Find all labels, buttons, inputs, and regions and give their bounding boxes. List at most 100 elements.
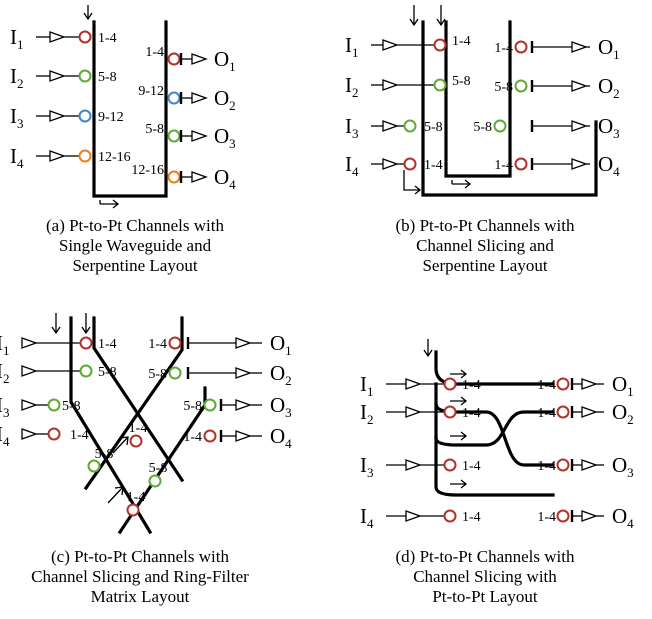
wavelength-label: 1-4 xyxy=(70,428,89,443)
caption-line: (a) Pt-to-Pt Channels with xyxy=(45,216,224,235)
wavelength-label: 1-4 xyxy=(148,337,167,352)
panel-c-waveguide-3 xyxy=(83,316,184,491)
wavelength-label: 1-4 xyxy=(462,378,481,393)
panel-d-waveguide-4 xyxy=(434,436,555,497)
input-port-label: I1 xyxy=(10,25,24,52)
input-port-label: I4 xyxy=(10,144,24,171)
wavelength-label: 5-8 xyxy=(98,70,117,85)
modulator-ring xyxy=(78,149,92,163)
filter-ring xyxy=(167,52,181,66)
wavelength-label: 1-4 xyxy=(129,421,148,436)
modulator-ring xyxy=(78,109,92,123)
panel-b-flow-arrow-2 xyxy=(403,170,422,195)
panel-c-flow-arrow-2 xyxy=(107,486,124,504)
wavelength-label: 5-8 xyxy=(452,74,471,89)
wavelength-label: 5-8 xyxy=(494,80,513,95)
panel-b-flow-arrow-1 xyxy=(451,179,472,189)
modulator-ring xyxy=(78,30,92,44)
filter-ring xyxy=(168,366,182,380)
modulator-ring xyxy=(403,119,417,133)
modulator-ring xyxy=(433,38,447,52)
wavelength-label: 1-4 xyxy=(537,378,556,393)
caption-line: Pt-to-Pt Layout xyxy=(432,587,538,606)
modulator-ring xyxy=(443,509,457,523)
filter-ring xyxy=(167,170,181,184)
input-port-label: I4 xyxy=(360,504,374,531)
modulator-ring xyxy=(78,69,92,83)
matrix-filter-ring xyxy=(129,434,143,448)
wavelength-label: 5-8 xyxy=(62,399,81,414)
input-modulator-triangle xyxy=(49,31,66,43)
output-port-label: O4 xyxy=(598,152,620,179)
filter-ring xyxy=(514,40,528,54)
caption-panel-d: (d) Pt-to-Pt Channels with Channel Slici… xyxy=(360,547,610,607)
wavelength-label: 1-4 xyxy=(98,337,117,352)
wavelength-label: 1-4 xyxy=(145,45,164,60)
matrix-filter-ring xyxy=(87,459,101,473)
panel-d-light-arrow xyxy=(423,339,433,358)
wavelength-label: 5-8 xyxy=(98,365,117,380)
input-modulator-triangle xyxy=(21,365,38,377)
wavelength-label: 5-8 xyxy=(95,447,114,462)
output-port-label: O1 xyxy=(214,47,236,74)
output-port-label: O3 xyxy=(214,124,236,151)
panel-d-waveguide-2 xyxy=(434,382,555,467)
output-detector-triangle xyxy=(581,378,598,390)
input-modulator-triangle xyxy=(382,158,399,170)
output-detector-triangle xyxy=(581,406,598,418)
wavelength-label: 5-8 xyxy=(424,120,443,135)
wavelength-label: 1-4 xyxy=(424,158,443,173)
panel-a-serpentine-waveguide xyxy=(92,20,168,198)
input-modulator-triangle xyxy=(405,510,422,522)
output-port-label: O2 xyxy=(612,400,634,427)
wavelength-label: 5-8 xyxy=(149,461,168,476)
wavelength-label: 1-4 xyxy=(462,459,481,474)
panel-d-flow-arrow-1 xyxy=(450,369,468,379)
output-port-label: O3 xyxy=(612,453,634,480)
input-port-label: I4 xyxy=(0,422,10,449)
caption-line: (c) Pt-to-Pt Channels with xyxy=(50,547,229,566)
filter-ring xyxy=(493,119,507,133)
input-port-label: I4 xyxy=(345,152,359,179)
panel-b-inner-waveguide xyxy=(444,20,512,178)
matrix-filter-ring xyxy=(148,474,162,488)
panel-b-outer-waveguide xyxy=(421,20,598,197)
output-detector-triangle xyxy=(581,510,598,522)
input-modulator-triangle xyxy=(49,70,66,82)
filter-ring xyxy=(514,79,528,93)
filter-ring xyxy=(556,377,570,391)
output-port-label: O1 xyxy=(270,331,292,358)
output-detector-triangle xyxy=(235,430,252,442)
output-port-label: O1 xyxy=(598,35,620,62)
modulator-ring xyxy=(403,157,417,171)
input-modulator-triangle xyxy=(405,459,422,471)
panel-d-flow-arrow-4 xyxy=(450,479,468,489)
input-modulator-triangle xyxy=(405,406,422,418)
output-detector-triangle xyxy=(235,337,252,349)
wavelength-label: 9-12 xyxy=(98,110,124,125)
filter-ring xyxy=(167,91,181,105)
modulator-ring xyxy=(47,427,61,441)
filter-ring xyxy=(203,398,217,412)
input-port-label: I3 xyxy=(10,104,24,131)
panel-d-flow-arrow-3 xyxy=(450,431,468,441)
output-detector-triangle xyxy=(235,399,252,411)
filter-ring xyxy=(167,129,181,143)
output-detector-triangle xyxy=(191,53,208,65)
caption-line: (b) Pt-to-Pt Channels with xyxy=(395,216,575,235)
panel-a-flow-arrow xyxy=(99,199,120,209)
output-port-label: O2 xyxy=(214,86,236,113)
wavelength-label: 1-4 xyxy=(537,510,556,525)
wavelength-label: 9-12 xyxy=(138,84,164,99)
input-modulator-triangle xyxy=(382,120,399,132)
wavelength-label: 5-8 xyxy=(473,120,492,135)
wavelength-label: 1-4 xyxy=(452,34,471,49)
wavelength-label: 1-4 xyxy=(127,490,146,505)
panel-b-light-arrow-1 xyxy=(409,5,419,27)
input-modulator-triangle xyxy=(49,110,66,122)
output-port-label: O3 xyxy=(598,114,620,141)
wavelength-label: 1-4 xyxy=(462,510,481,525)
input-port-label: I3 xyxy=(345,114,359,141)
